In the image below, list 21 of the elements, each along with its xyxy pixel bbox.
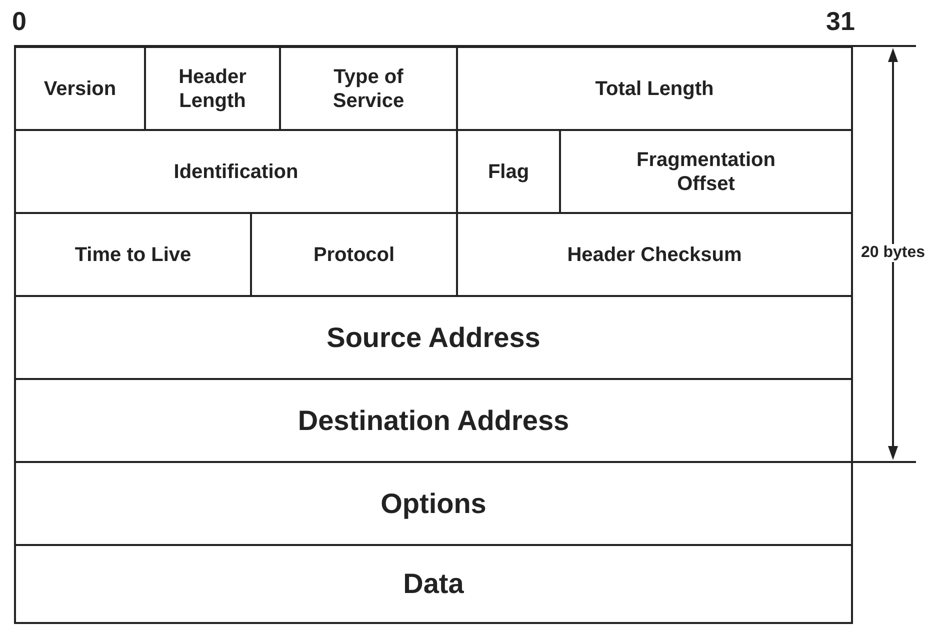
field-name: Source Address (326, 320, 540, 354)
field-name: Header Length (178, 64, 248, 112)
field-name: Type of Service (332, 64, 406, 112)
field-name: Total Length (595, 76, 714, 100)
field-name: Header Checksum (567, 242, 742, 266)
field-box (14, 295, 853, 380)
field-name: Identification (174, 160, 298, 184)
field-box (14, 544, 853, 624)
field-name: Options (380, 486, 486, 520)
field-box (456, 46, 853, 131)
field-name: Data (403, 567, 464, 601)
size-label: 20 bytes (861, 244, 926, 262)
field-name: Fragmentation Offset (636, 148, 776, 196)
field-box (14, 461, 853, 546)
field-name: Time to Live (74, 242, 192, 266)
field-box (14, 378, 853, 463)
field-name: Destination Address (298, 404, 570, 438)
field-box (14, 46, 146, 131)
field-name: Protocol (313, 242, 395, 266)
field-name: Version (44, 76, 116, 100)
field-name: Flag (488, 160, 530, 184)
